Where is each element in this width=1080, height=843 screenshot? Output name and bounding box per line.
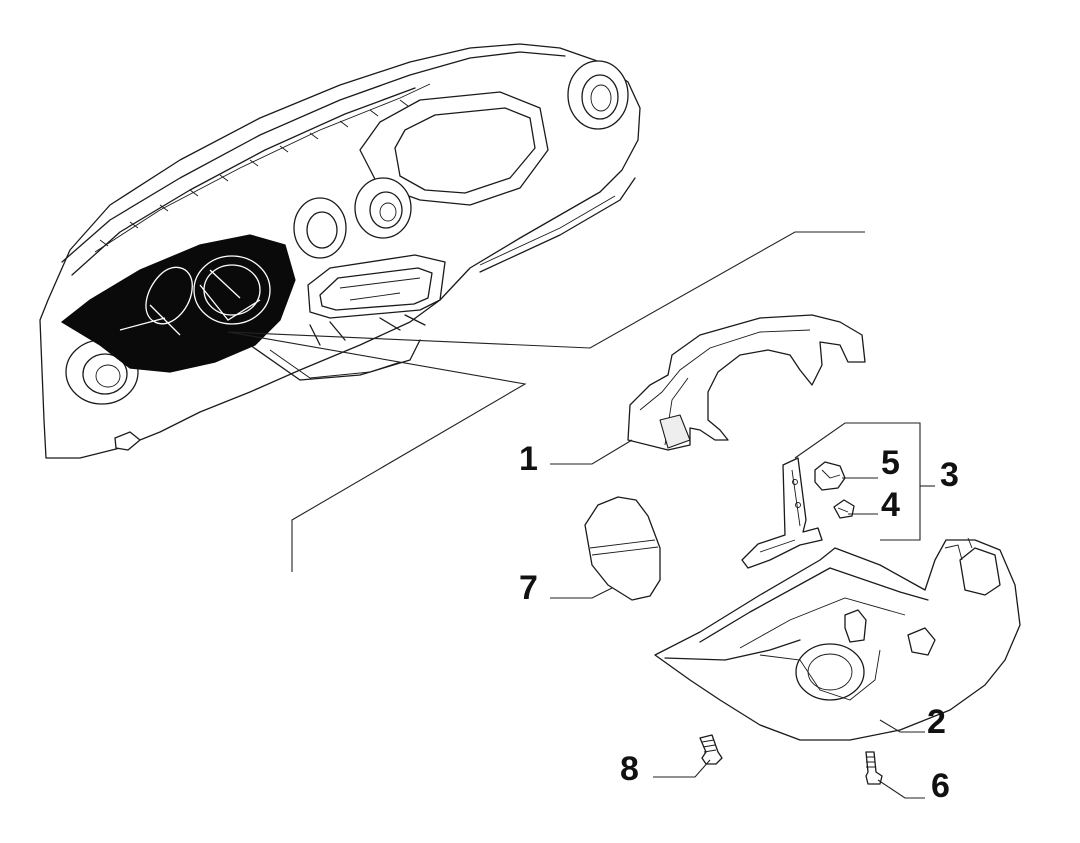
part-1-upper-shroud <box>627 314 866 451</box>
callout-1: 1 <box>519 440 538 478</box>
leader-lines <box>227 231 935 799</box>
part-6-screw <box>865 751 883 785</box>
callout-6: 6 <box>931 767 950 805</box>
part-7-cover <box>584 496 661 601</box>
dashboard-assembly <box>39 43 641 459</box>
callout-3: 3 <box>940 456 959 494</box>
part-2-lower-shroud <box>654 537 1021 741</box>
highlighted-cover-region <box>60 234 296 373</box>
part-3-bracket <box>741 457 823 569</box>
callout-8: 8 <box>620 750 639 788</box>
callout-2: 2 <box>927 703 946 741</box>
part-8-screw <box>699 734 723 765</box>
part-5-clip <box>814 461 846 491</box>
callout-labels: 1 2 3 4 5 6 7 8 <box>519 440 959 805</box>
callout-5: 5 <box>881 444 900 482</box>
part-4-clip <box>833 499 855 519</box>
callout-4: 4 <box>881 486 900 524</box>
callout-7: 7 <box>519 569 538 607</box>
